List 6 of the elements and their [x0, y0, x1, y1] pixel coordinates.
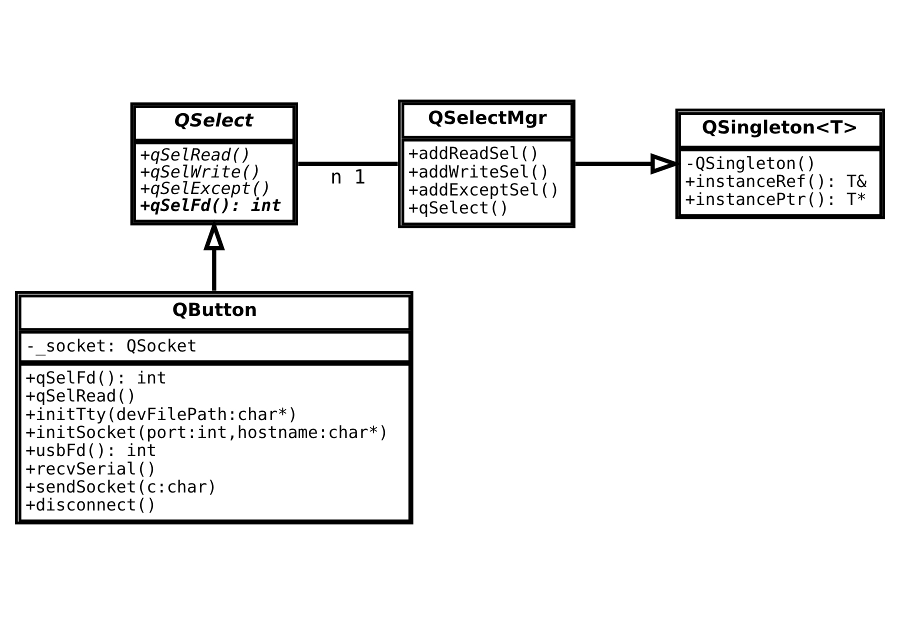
arrow [202, 218, 224, 290]
connector [298, 161, 398, 166]
node-box: QSelect +qSelRead() +qSelWrite() +qSelExcept() +qSelFd(): int [130, 102, 298, 225]
edge-label: n 1 [330, 165, 366, 188]
arrow [575, 152, 681, 174]
node-box: QSingleton<T> -QSingleton() +instanceRef(): T& +instancePtr(): T* [674, 108, 884, 219]
